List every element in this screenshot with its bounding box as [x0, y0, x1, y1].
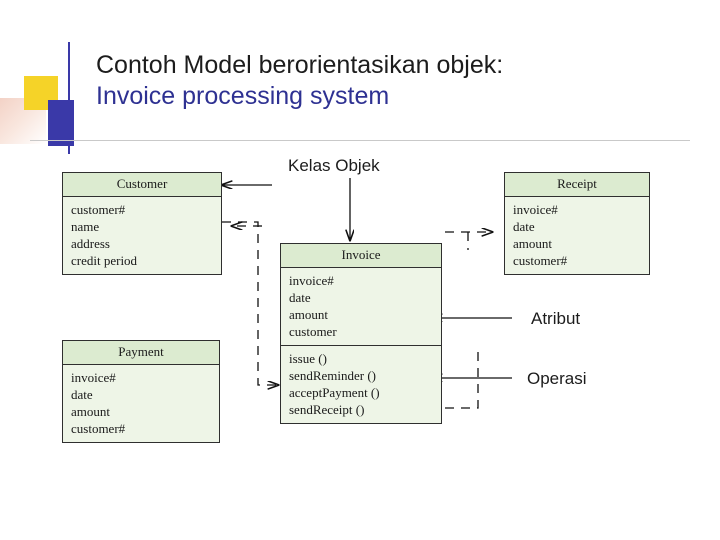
attribute-row: credit period: [71, 253, 138, 268]
decorative-corner-graphic: [0, 42, 96, 154]
attribute-row: customer: [289, 324, 337, 339]
attribute-row: date: [513, 219, 535, 234]
attribute-row: date: [289, 290, 311, 305]
class-name-receipt: Receipt: [505, 173, 649, 197]
decorative-vertical-line: [68, 42, 70, 154]
class-name-customer: Customer: [63, 173, 221, 197]
class-box-customer[interactable]: Customer customer# name address credit p…: [62, 172, 222, 275]
attribute-row: address: [71, 236, 110, 251]
operation-row: acceptPayment (): [289, 385, 380, 400]
attribute-row: customer#: [71, 421, 126, 436]
class-attributes-receipt: invoice# date amount customer#: [505, 197, 649, 274]
class-name-payment: Payment: [63, 341, 219, 365]
attribute-row: amount: [513, 236, 552, 251]
operation-row: sendReminder (): [289, 368, 377, 383]
attribute-row: invoice#: [513, 202, 558, 217]
class-operations-invoice: issue () sendReminder () acceptPayment (…: [281, 345, 441, 423]
attribute-row: amount: [71, 404, 110, 419]
operation-row: sendReceipt (): [289, 402, 365, 417]
callout-kelas-objek: Kelas Objek: [288, 156, 380, 175]
class-attributes-invoice: invoice# date amount customer: [281, 268, 441, 345]
title-line-2: Invoice processing system: [96, 82, 390, 110]
class-name-invoice: Invoice: [281, 244, 441, 268]
class-attributes-payment: invoice# date amount customer#: [63, 365, 219, 442]
attribute-row: name: [71, 219, 100, 234]
operation-row: issue (): [289, 351, 327, 366]
page-title: Contoh Model berorientasikan objek: Invo…: [96, 50, 696, 112]
class-attributes-customer: customer# name address credit period: [63, 197, 221, 274]
title-line-1: Contoh Model berorientasikan objek:: [96, 51, 504, 79]
class-box-payment[interactable]: Payment invoice# date amount customer#: [62, 340, 220, 443]
title-divider: [30, 140, 690, 141]
attribute-row: date: [71, 387, 93, 402]
callout-operasi: Operasi: [527, 369, 587, 388]
class-box-invoice[interactable]: Invoice invoice# date amount customer is…: [280, 243, 442, 424]
attribute-row: invoice#: [289, 273, 334, 288]
callout-atribut: Atribut: [531, 309, 581, 328]
attribute-row: customer#: [71, 202, 126, 217]
attribute-row: invoice#: [71, 370, 116, 385]
class-box-receipt[interactable]: Receipt invoice# date amount customer#: [504, 172, 650, 275]
attribute-row: amount: [289, 307, 328, 322]
attribute-row: customer#: [513, 253, 568, 268]
